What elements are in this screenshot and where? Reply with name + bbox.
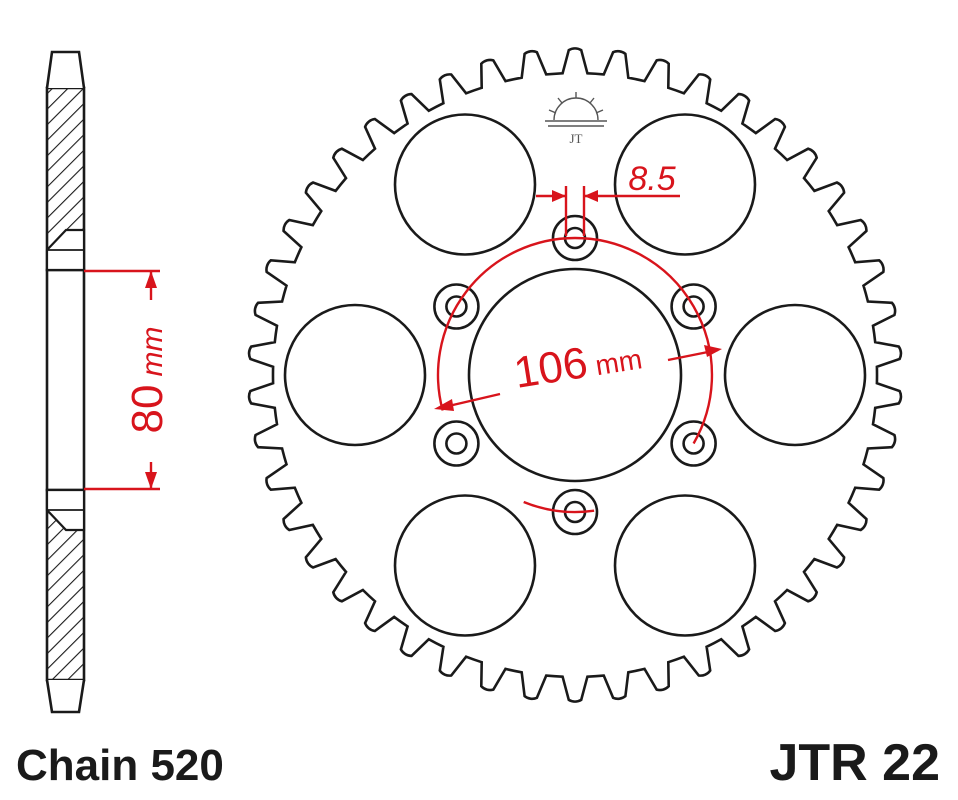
bolt-hole bbox=[445, 295, 468, 318]
bolt-hole-boss bbox=[670, 283, 717, 330]
side-view-top-tooth bbox=[45, 50, 86, 89]
bolt-hole bbox=[445, 432, 468, 455]
bolt-hole-boss bbox=[433, 283, 480, 330]
svg-text:JT: JT bbox=[570, 131, 583, 146]
side-view-bore bbox=[45, 268, 86, 492]
jt-sun-logo-icon: JT bbox=[545, 92, 607, 146]
bore-dimension: 80 mm bbox=[84, 269, 172, 491]
bolt-circle-lower-arc bbox=[523, 500, 595, 514]
lightening-hole bbox=[723, 303, 867, 447]
sprocket-outline bbox=[247, 47, 903, 703]
svg-text:80mm: 80 mm bbox=[123, 327, 172, 434]
bolt-hole-dimension: 8.5 bbox=[536, 160, 680, 236]
bolt-hole-boss bbox=[670, 420, 717, 467]
lightening-hole bbox=[613, 494, 757, 637]
lightening-hole bbox=[613, 113, 757, 256]
bore-dimension-unit: mm bbox=[136, 327, 169, 377]
bolt-circle-unit: mm bbox=[593, 343, 644, 381]
bolt-hole bbox=[682, 295, 705, 318]
bolt-hole-boss bbox=[551, 488, 599, 536]
side-view-bottom-tooth bbox=[45, 679, 86, 714]
bolt-holes bbox=[433, 214, 717, 536]
bolt-circle-value: 106 bbox=[511, 338, 591, 398]
bolt-hole-boss bbox=[551, 214, 599, 262]
lightening-holes bbox=[283, 113, 867, 637]
part-number: JTR 22 bbox=[769, 734, 940, 792]
center-bore bbox=[467, 267, 683, 483]
bolt-circle-dimension: 106mm bbox=[434, 236, 722, 514]
bolt-hole-value: 8.5 bbox=[628, 160, 675, 198]
svg-text:106mm: 106mm bbox=[511, 329, 645, 397]
bolt-hole bbox=[682, 432, 705, 455]
bore-dimension-value: 80 bbox=[123, 385, 172, 434]
lightening-hole bbox=[393, 113, 537, 256]
lightening-hole bbox=[283, 303, 427, 447]
bolt-circle-arc bbox=[436, 236, 714, 445]
lightening-hole bbox=[393, 494, 537, 637]
chain-label: Chain 520 bbox=[16, 741, 224, 790]
side-view bbox=[45, 50, 86, 714]
front-view bbox=[247, 47, 903, 703]
bolt-hole-boss bbox=[433, 420, 480, 467]
